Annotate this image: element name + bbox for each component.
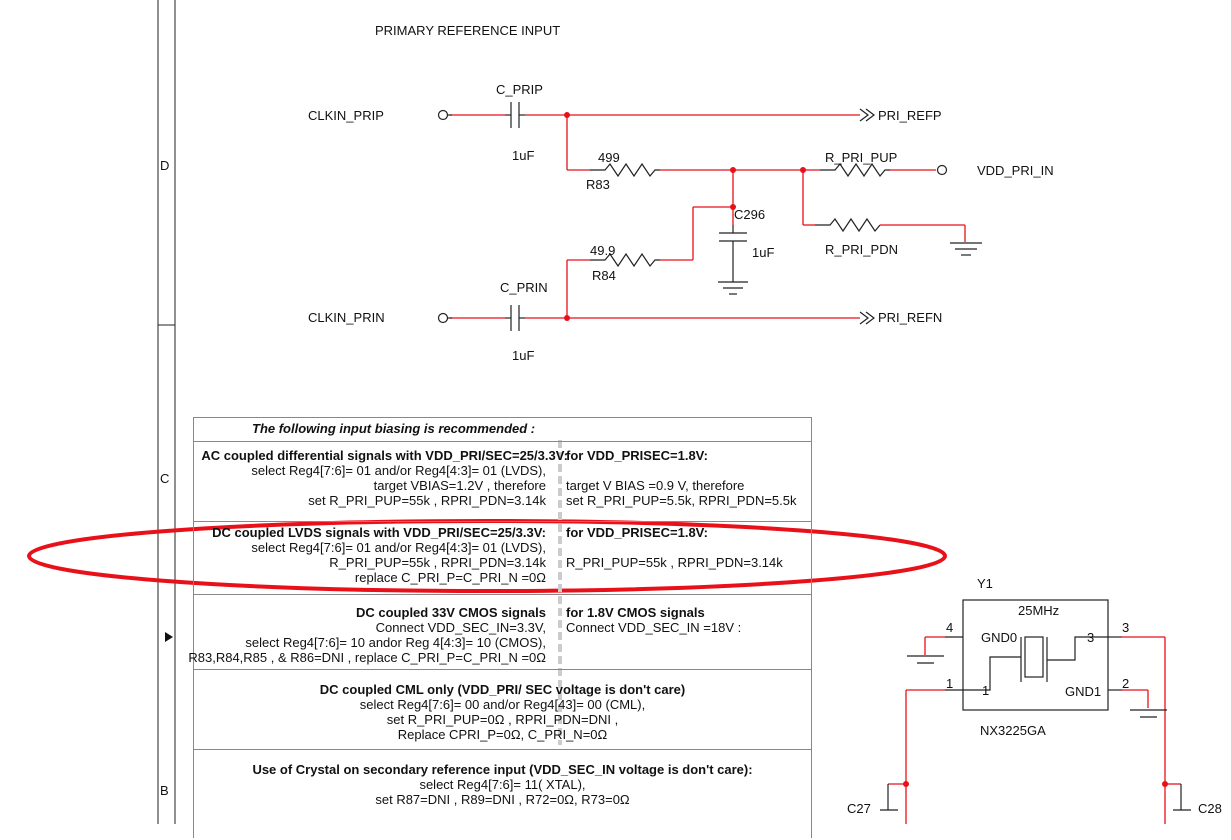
row-line: Connect VDD_SEC_IN=3.3V,	[375, 620, 546, 635]
row-title: Use of Crystal on secondary reference in…	[252, 762, 753, 777]
crystal-gnd1: GND1	[1065, 684, 1102, 699]
clkin-prin-label: CLKIN_PRIN	[308, 310, 385, 325]
row-title: DC coupled LVDS signals with VDD_PRI/SEC…	[212, 525, 546, 540]
clkin-prip-label: CLKIN_PRIP	[308, 108, 384, 123]
row-line: set R_PRI_PUP=0Ω , RPRI_PDN=DNI ,	[386, 712, 619, 727]
junction-dots	[564, 112, 1168, 787]
crystal-ref: Y1	[977, 576, 993, 591]
table-row-dc-cml: DC coupled CML only (VDD_PRI/ SEC voltag…	[194, 669, 811, 750]
zone-arrow-icon	[165, 632, 173, 642]
row-line: Replace CPRI_P=0Ω, C_PRI_N=0Ω	[397, 727, 608, 742]
zone-label-b: B	[160, 783, 169, 798]
pri-refn-label: PRI_REFN	[878, 310, 943, 325]
table-row-dc-cmos: DC coupled 33V CMOS signals Connect VDD_…	[188, 594, 811, 670]
row-line: target VBIAS=1.2V , therefore	[373, 478, 546, 493]
row-title: for VDD_PRISEC=1.8V:	[566, 448, 708, 463]
zone-label-d: D	[160, 158, 170, 173]
row-line: select Reg4[7:6]= 01 and/or Reg4[4:3]= 0…	[251, 540, 546, 555]
r83-value: 499	[598, 150, 620, 165]
table-header: The following input biasing is recommend…	[252, 421, 536, 436]
row-line: set R_PRI_PUP=5.5k, RPRI_PDN=5.5k	[566, 493, 797, 508]
row-line: R_PRI_PUP=55k , RPRI_PDN=3.14k	[566, 555, 783, 570]
row-line: select Reg4[7:6]= 00 and/or Reg4[43]= 00…	[359, 697, 646, 712]
biasing-table: The following input biasing is recommend…	[188, 417, 812, 840]
c-prin-label: C_PRIN	[500, 280, 548, 295]
row-title: for VDD_PRISEC=1.8V:	[566, 525, 708, 540]
clkin-prin-port	[437, 312, 449, 324]
crystal-pin1: 1	[946, 676, 954, 691]
row-line: Connect VDD_SEC_IN =18V :	[566, 620, 742, 635]
r84-value: 49.9	[590, 243, 616, 258]
crystal-frequency: 25MHz	[1018, 603, 1060, 618]
r-pri-pup-label: R_PRI_PUP	[825, 150, 898, 165]
frame-border	[157, 0, 176, 824]
c296-value: 1uF	[752, 245, 775, 260]
red-nets	[450, 114, 1181, 824]
crystal-body	[962, 599, 1109, 711]
c296-label: C296	[734, 207, 766, 222]
page-title: PRIMARY REFERENCE INPUT	[375, 23, 561, 38]
c-prin-value: 1uF	[512, 348, 535, 363]
row-line: target V BIAS =0.9 V, therefore	[566, 478, 745, 493]
vdd-pri-in-port	[936, 164, 948, 176]
clkin-prip-port	[437, 109, 449, 121]
crystal-pin2: 2	[1122, 676, 1130, 691]
crystal-part: NX3225GA	[980, 723, 1046, 738]
c27-label: C27	[847, 801, 871, 816]
row-title: DC coupled 33V CMOS signals	[356, 605, 546, 620]
table-row-ac-coupled: AC coupled differential signals with VDD…	[194, 441, 811, 522]
row-line: R_PRI_PUP=55k , RPRI_PDN=3.14k	[329, 555, 546, 570]
crystal-pin3: 3	[1122, 620, 1130, 635]
pri-refp-label: PRI_REFP	[878, 108, 942, 123]
crystal-pin1-inner: 1	[982, 683, 990, 698]
components	[437, 102, 1191, 811]
crystal-pin4: 4	[946, 620, 954, 635]
table-row-dc-lvds: DC coupled LVDS signals with VDD_PRI/SEC…	[194, 521, 811, 595]
crystal-pin3-inner: 3	[1087, 630, 1095, 645]
zone-label-c: C	[160, 471, 170, 486]
r-pri-pdn-label: R_PRI_PDN	[825, 242, 898, 257]
c-prip-label: C_PRIP	[496, 82, 543, 97]
vdd-pri-in-label: VDD_PRI_IN	[977, 163, 1054, 178]
c-prip-value: 1uF	[512, 148, 535, 163]
row-title: DC coupled CML only (VDD_PRI/ SEC voltag…	[319, 682, 686, 697]
row-line: select Reg4[7:6]= 01 and/or Reg4[4:3]= 0…	[251, 463, 546, 478]
crystal-gnd0: GND0	[981, 630, 1018, 645]
row-line: R83,R84,R85 , & R86=DNI , replace C_PRI_…	[188, 650, 546, 665]
table-row-crystal: Use of Crystal on secondary reference in…	[194, 749, 811, 840]
row-line: select Reg4[7:6]= 10 andor Reg 4[4:3]= 1…	[245, 635, 546, 650]
row-line: set R87=DNI , R89=DNI , R72=0Ω, R73=0Ω	[375, 792, 630, 807]
row-line: replace C_PRI_P=C_PRI_N =0Ω	[354, 570, 546, 585]
r84-label: R84	[592, 268, 616, 283]
row-line: select Reg4[7:6]= 11( XTAL),	[419, 777, 586, 792]
row-line: set R_PRI_PUP=55k , RPRI_PDN=3.14k	[308, 493, 546, 508]
row-title: AC coupled differential signals with VDD…	[201, 448, 568, 463]
c28-label: C28	[1198, 801, 1222, 816]
r83-label: R83	[586, 177, 610, 192]
row-title: for 1.8V CMOS signals	[566, 605, 705, 620]
